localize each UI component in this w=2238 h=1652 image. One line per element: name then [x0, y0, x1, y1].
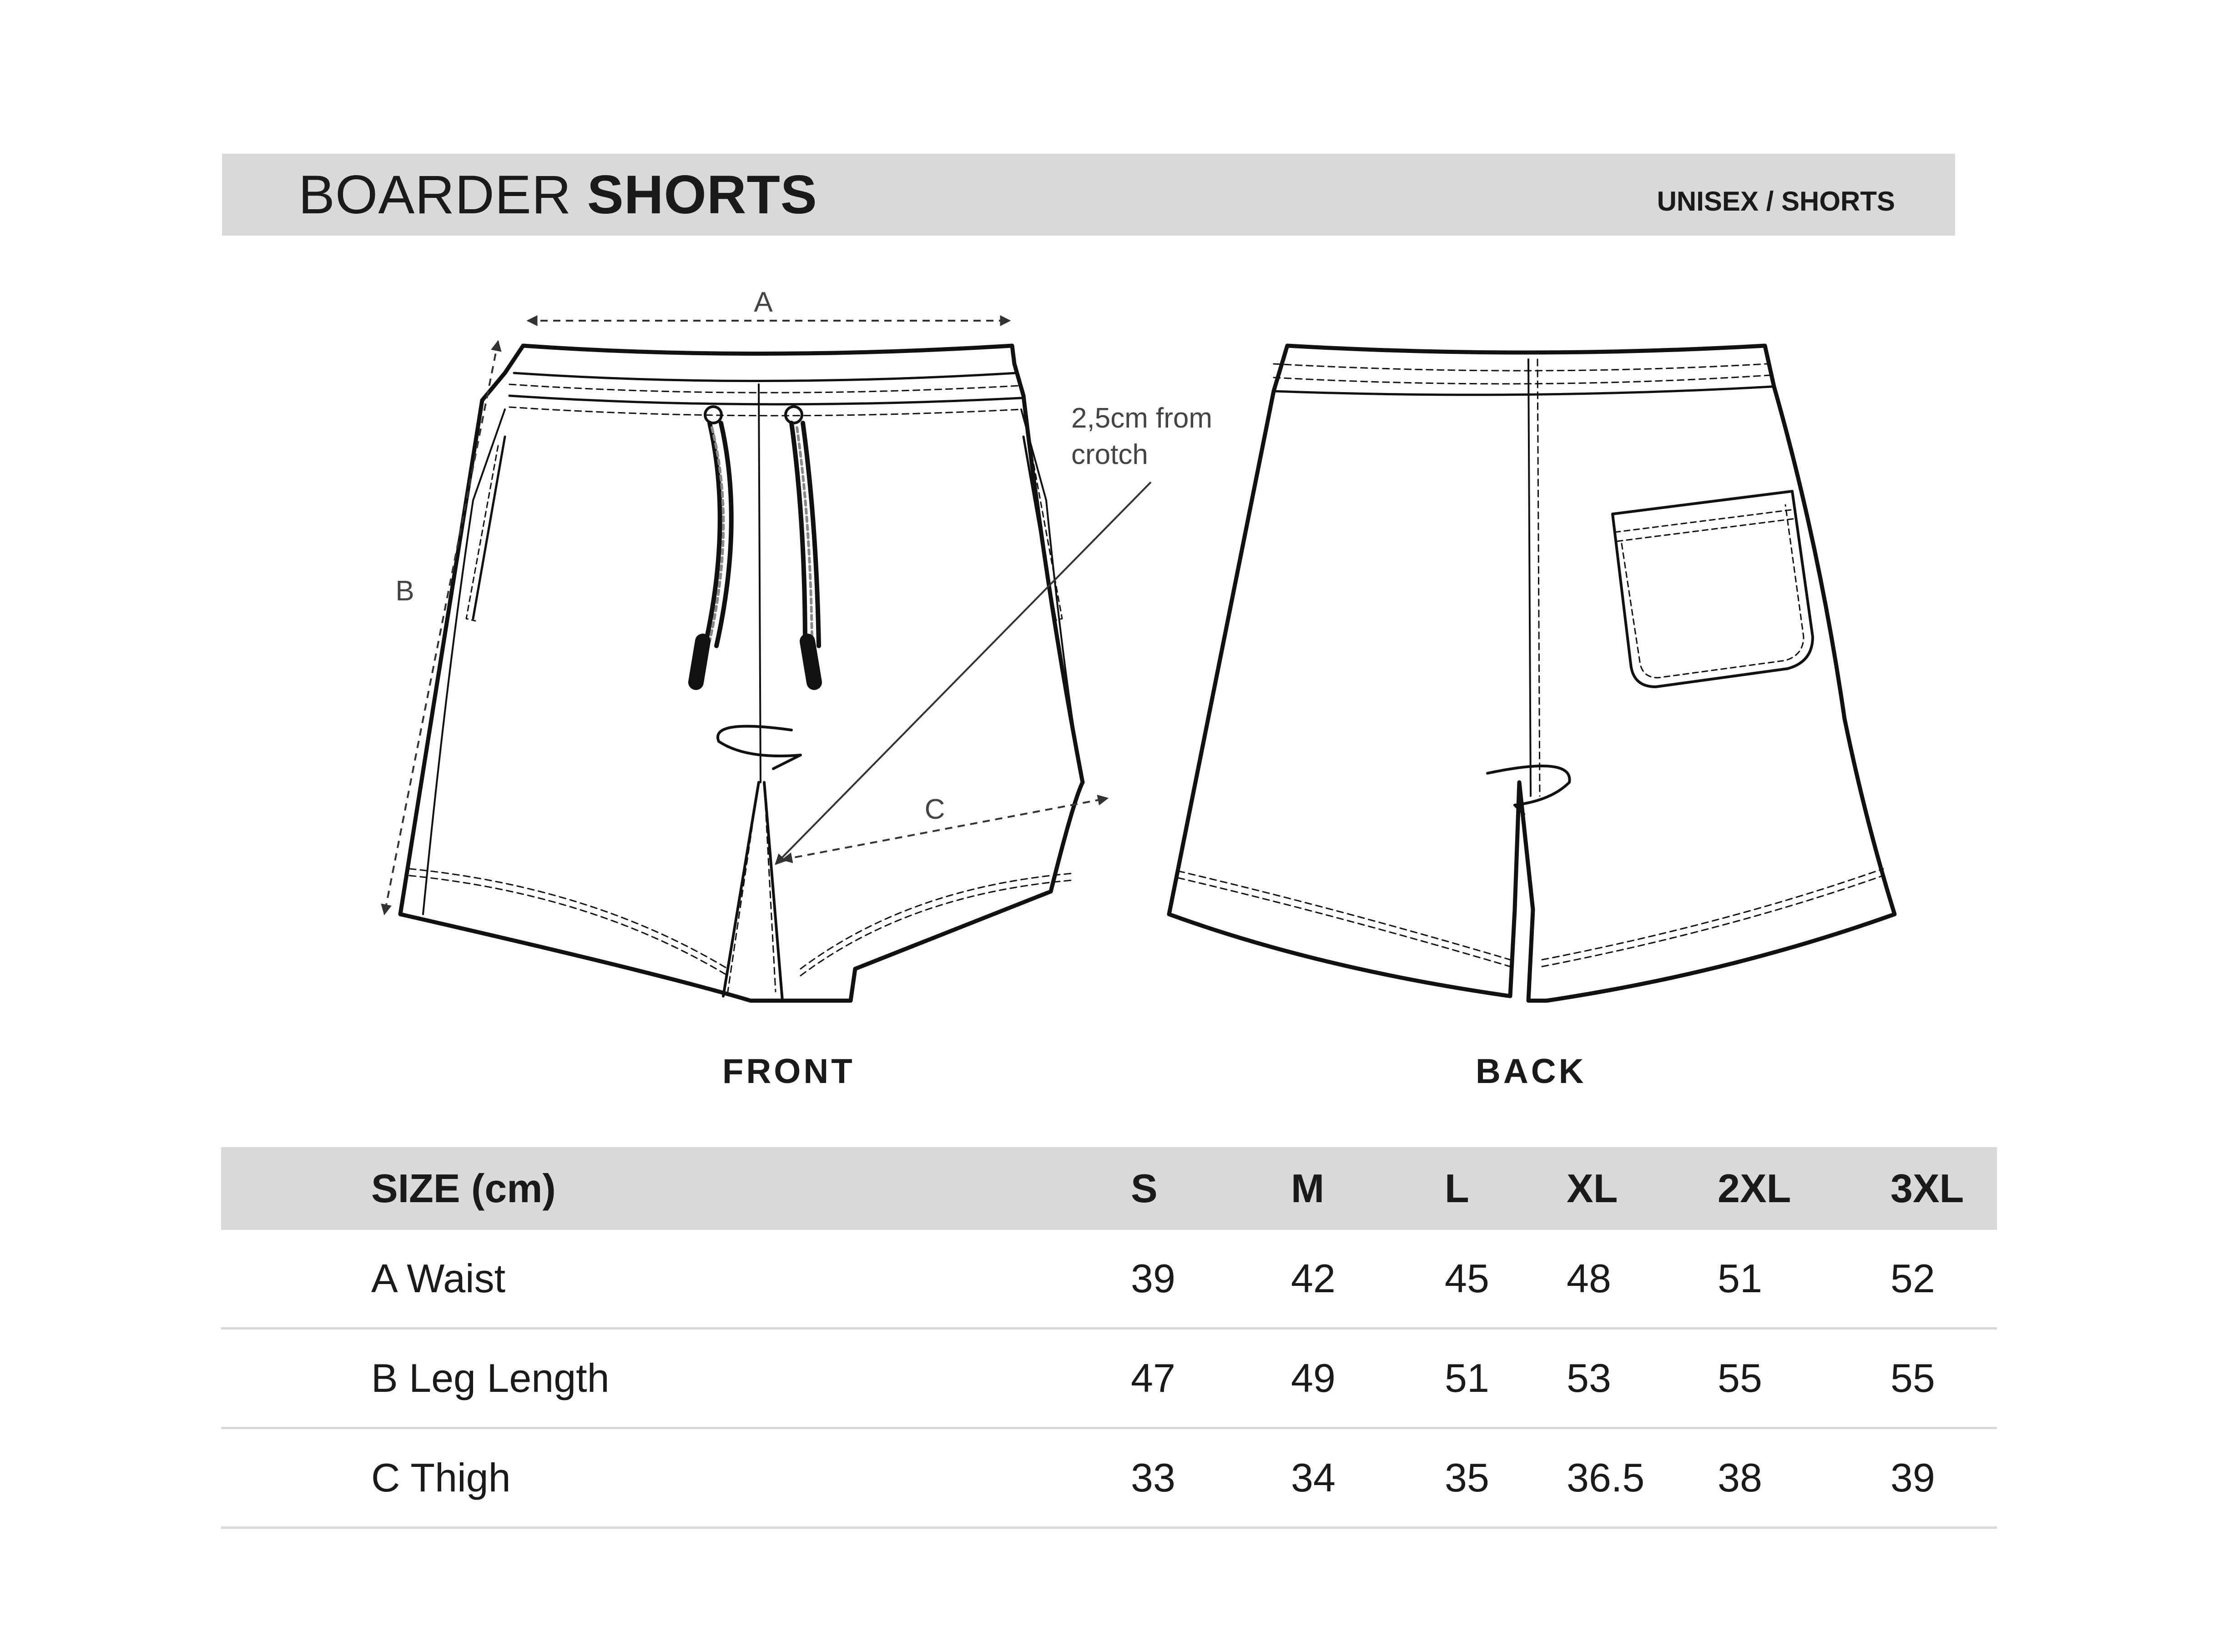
table-cell: 51 [1718, 1256, 1762, 1301]
table-cell: 38 [1718, 1455, 1762, 1500]
back-view-drawing [1167, 343, 1897, 1003]
table-cell: 55 [1718, 1355, 1762, 1400]
table-cell: 39 [1131, 1256, 1175, 1301]
column-header: SIZE (cm) [371, 1166, 556, 1211]
front-label: FRONT [722, 1052, 855, 1091]
table-cell: 48 [1567, 1256, 1611, 1301]
table-cell: 39 [1890, 1455, 1935, 1500]
table-cell: 47 [1131, 1355, 1175, 1400]
row-label: C Thigh [371, 1455, 511, 1500]
table-cell: 34 [1291, 1455, 1336, 1500]
table-cell: 33 [1131, 1455, 1175, 1500]
table-cell: 52 [1890, 1256, 1935, 1301]
size-table: SIZE (cm) S M L XL 2XL 3XL A Waist 39 42… [221, 1147, 1997, 1529]
table-row: C Thigh 33 34 35 36.5 38 39 [221, 1429, 1997, 1529]
table-cell: 36.5 [1567, 1455, 1645, 1500]
measure-b-line [381, 340, 502, 916]
column-header: L [1445, 1166, 1469, 1211]
measurement-lines [381, 315, 1109, 916]
back-label: BACK [1476, 1052, 1587, 1091]
annotation-line-2: crotch [1071, 439, 1148, 470]
table-row: A Waist 39 42 45 48 51 52 [221, 1230, 1997, 1330]
product-title-light: BOARDER [298, 164, 572, 225]
column-header: 3XL [1890, 1166, 1964, 1211]
label-a: A [754, 287, 773, 318]
annotation-line-1: 2,5cm from [1071, 403, 1212, 434]
column-header: XL [1567, 1166, 1618, 1211]
product-category: UNISEX / SHORTS [1657, 186, 1895, 217]
table-cell: 51 [1445, 1355, 1489, 1400]
shorts-technical-drawing: A B C 2,5cm from crotch [381, 287, 1897, 1003]
table-header-row: SIZE (cm) S M L XL 2XL 3XL [221, 1147, 1997, 1230]
column-header: M [1291, 1166, 1325, 1211]
product-title-bold: SHORTS [587, 164, 817, 225]
table-cell: 53 [1567, 1355, 1611, 1400]
header-band: BOARDER SHORTS UNISEX / SHORTS [222, 154, 1955, 236]
column-header: 2XL [1718, 1166, 1791, 1211]
column-header: S [1131, 1166, 1158, 1211]
label-c: C [925, 794, 945, 825]
row-label: A Waist [371, 1256, 506, 1301]
row-label: B Leg Length [371, 1355, 610, 1400]
table-cell: 55 [1890, 1355, 1935, 1400]
label-b: B [395, 575, 414, 607]
table-cell: 42 [1291, 1256, 1336, 1301]
table-cell: 49 [1291, 1355, 1336, 1400]
front-view-drawing [398, 343, 1085, 1003]
table-row: B Leg Length 47 49 51 53 55 55 [221, 1330, 1997, 1429]
annotation-leader-line [775, 481, 1152, 865]
table-cell: 35 [1445, 1455, 1489, 1500]
measure-c-line [781, 795, 1109, 863]
table-cell: 45 [1445, 1256, 1489, 1301]
product-title: BOARDER SHORTS [298, 166, 817, 223]
